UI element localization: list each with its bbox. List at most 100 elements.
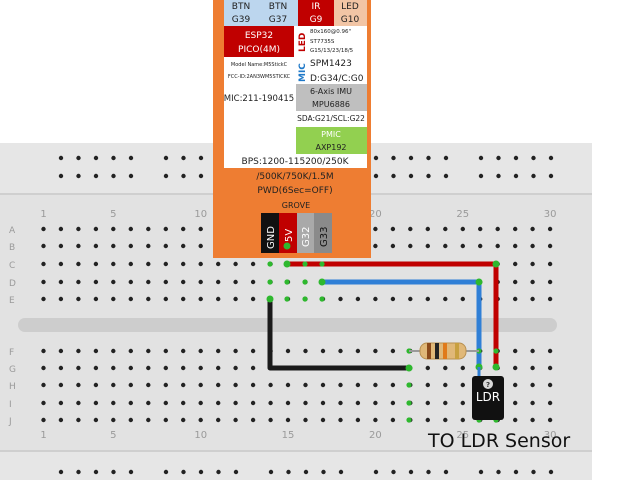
breadboard-hole <box>547 417 553 423</box>
breadboard-hole <box>163 226 168 232</box>
breadboard-hole <box>181 348 186 354</box>
breadboard-hole <box>93 417 99 423</box>
breadboard-hole <box>41 226 46 232</box>
imu-line1: 6-Axis IMU <box>310 87 352 96</box>
breadboard-hole <box>443 365 448 371</box>
breadboard-hole <box>233 382 238 388</box>
breadboard-hole <box>181 261 186 267</box>
breadboard-hole <box>391 469 396 475</box>
breadboard-hole <box>146 279 151 285</box>
breadboard-hole <box>41 417 46 423</box>
breadboard-hole <box>146 226 151 232</box>
breadboard-hole <box>303 382 308 388</box>
breadboard-hole <box>233 296 238 302</box>
breadboard-hole <box>513 469 519 475</box>
breadboard-hole <box>496 155 501 161</box>
breadboard-hole <box>373 226 378 232</box>
breadboard-hole <box>163 469 169 475</box>
mic-chip: SPM1423 <box>310 59 352 69</box>
breadboard-hole <box>425 417 430 423</box>
breadboard-hole <box>111 296 116 302</box>
breadboard-hole <box>338 469 344 475</box>
side-led-label: LED <box>298 33 308 52</box>
breadboard-hole <box>408 296 413 302</box>
breadboard-hole <box>111 226 116 232</box>
breadboard-hole <box>111 417 116 423</box>
breadboard-hole <box>198 173 204 179</box>
breadboard-hole <box>128 417 133 423</box>
breadboard-hole <box>146 365 151 371</box>
breadboard-hole <box>547 261 553 267</box>
breadboard-hole <box>76 155 81 161</box>
column-number: 20 <box>369 430 382 441</box>
breadboard-hole <box>198 155 204 161</box>
breadboard-hole <box>233 279 238 285</box>
breadboard-hole <box>320 382 326 388</box>
breadboard-hole <box>76 261 81 267</box>
breadboard-hole <box>93 469 99 475</box>
breadboard-hole <box>250 382 256 388</box>
breadboard-hole <box>181 155 186 161</box>
column-number: 15 <box>282 430 295 441</box>
column-number: 25 <box>456 209 469 220</box>
bps-line3: PWD(6Sec=OFF) <box>257 186 332 196</box>
breadboard-hole <box>146 296 151 302</box>
breadboard-hole <box>128 400 133 406</box>
breadboard-hole <box>41 261 46 267</box>
breadboard-hole <box>163 382 168 388</box>
column-number: 1 <box>40 430 46 441</box>
breadboard-hole <box>513 155 519 161</box>
grove-connector: GND 5V G32 G33 <box>261 213 332 253</box>
breadboard-hole <box>530 243 535 249</box>
breadboard-hole <box>373 469 379 475</box>
breadboard-hole <box>198 365 203 371</box>
breadboard-hole <box>233 261 238 267</box>
breadboard-hole <box>93 226 99 232</box>
breadboard-hole <box>426 173 431 179</box>
breadboard-hole <box>111 400 116 406</box>
breadboard-hole <box>547 400 553 406</box>
breadboard-hole <box>216 348 221 354</box>
breadboard-hole <box>530 382 535 388</box>
breadboard-hole <box>513 226 518 232</box>
breadboard-hole <box>408 173 414 179</box>
breadboard-hole <box>478 173 484 179</box>
breadboard-hole <box>41 296 46 302</box>
breadboard-hole <box>181 173 186 179</box>
breadboard-hole <box>460 382 465 388</box>
breadboard-hole <box>373 417 378 423</box>
breadboard-hole <box>286 469 291 475</box>
breadboard-hole <box>233 469 239 475</box>
grove-pin-g33: G33 <box>319 227 330 247</box>
breadboard-hole <box>111 469 116 475</box>
column-number: 30 <box>544 430 557 441</box>
breadboard-hole <box>76 400 81 406</box>
ir-pin: G9 <box>310 15 323 25</box>
breadboard-hole <box>425 400 430 406</box>
breadboard-hole <box>216 417 221 423</box>
breadboard-hole <box>547 348 553 354</box>
breadboard-hole <box>460 226 465 232</box>
breadboard-hole <box>250 261 256 267</box>
breadboard-hole <box>198 400 203 406</box>
ldr-label: LDR <box>476 390 500 404</box>
breadboard-hole <box>285 348 291 354</box>
breadboard-hole <box>233 417 238 423</box>
breadboard-hole <box>146 243 151 249</box>
breadboard-hole <box>128 348 133 354</box>
row-label: D <box>9 279 16 289</box>
breadboard-hole <box>390 348 396 354</box>
breadboard-hole <box>128 279 133 285</box>
breadboard-hole <box>216 296 221 302</box>
row-label: B <box>9 243 15 253</box>
breadboard-hole <box>513 365 518 371</box>
breadboard-hole <box>93 243 99 249</box>
breadboard-hole <box>41 382 46 388</box>
resistor <box>409 342 479 360</box>
breadboard-hole <box>111 365 116 371</box>
row-label: F <box>9 348 14 358</box>
bottom-power-rail <box>0 452 592 480</box>
breadboard-hole <box>198 226 203 232</box>
